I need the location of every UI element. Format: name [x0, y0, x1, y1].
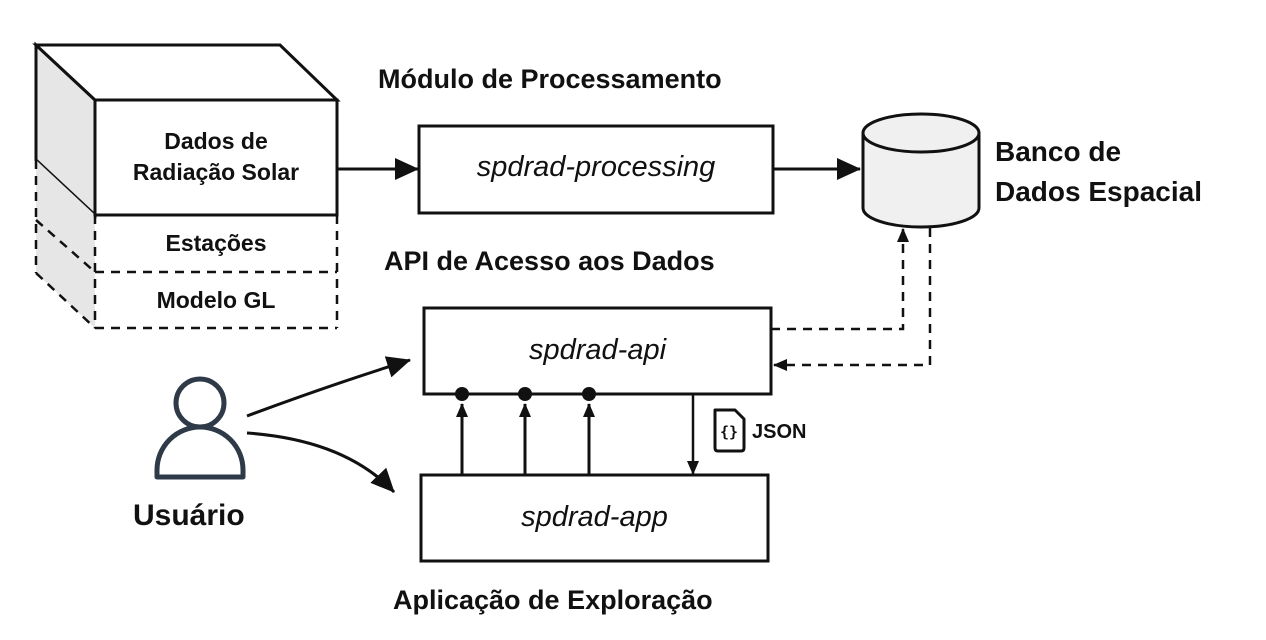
processing-box	[417, 124, 775, 215]
json-file-icon: {}	[713, 408, 746, 453]
svg-text:{}: {}	[720, 423, 738, 441]
endpoint-dot	[582, 387, 596, 401]
processing-box-label: spdrad-processing	[476, 151, 716, 183]
layer-estacoes: Estações	[165, 230, 267, 256]
json-label: JSON	[752, 421, 807, 443]
user-icon	[154, 376, 246, 480]
api-box	[422, 306, 773, 396]
user-label: Usuário	[133, 499, 245, 532]
database-cylinder	[861, 112, 981, 229]
arrow-db-to-api	[773, 228, 932, 371]
source-title-line-1: Dados de	[164, 128, 268, 154]
source-title-line-2: Radiação Solar	[132, 159, 300, 185]
endpoint-dot	[455, 387, 469, 401]
cube-front-face	[93, 98, 339, 217]
source-title: Dados de Radiação Solar	[95, 126, 337, 188]
database-label-line-1: Banco de	[995, 136, 1122, 167]
data-source-cube	[32, 41, 341, 330]
arrow-user-to-api	[246, 356, 411, 418]
app-section-label: Aplicação de Exploração	[393, 585, 713, 615]
app-box	[419, 473, 770, 563]
arrow-api-to-db	[771, 228, 909, 331]
database-label: Banco de Dados Espacial	[995, 132, 1202, 212]
database-label-line-2: Dados Espacial	[995, 176, 1202, 207]
api-box-label: spdrad-api	[528, 334, 667, 366]
arrow-user-to-app	[246, 431, 396, 494]
endpoint-dot	[518, 387, 532, 401]
api-section-label: API de Acesso aos Dados	[384, 246, 715, 276]
processing-section-label: Módulo de Processamento	[378, 64, 722, 94]
layer-modelo-gl: Modelo GL	[156, 287, 276, 313]
app-box-label: spdrad-app	[521, 501, 668, 533]
